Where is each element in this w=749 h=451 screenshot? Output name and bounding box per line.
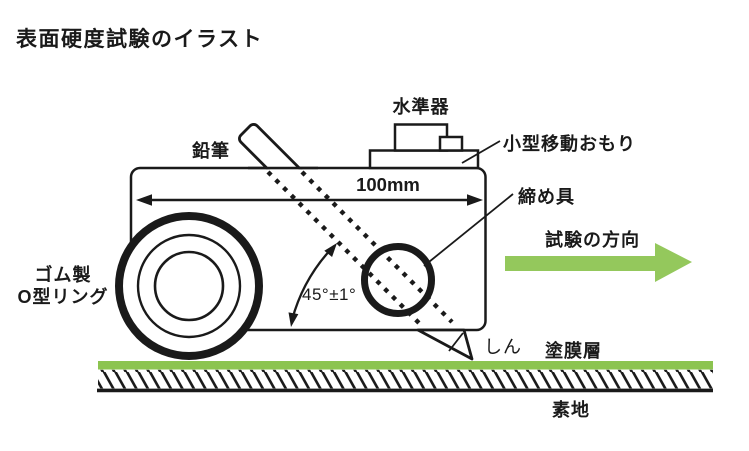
label-lead: しん xyxy=(484,337,522,357)
pencil-rod-group xyxy=(238,123,309,170)
dimension-label: 100mm xyxy=(356,174,420,195)
label-level: 水準器 xyxy=(393,96,450,117)
substrate-hatch xyxy=(98,369,713,389)
label-rubber-o-ring-line1: ゴム製 xyxy=(35,264,92,285)
pointer-line-clamp xyxy=(423,193,514,267)
pencil-rod xyxy=(238,123,309,170)
coating-layer-band xyxy=(98,361,713,370)
level-tab xyxy=(438,135,464,152)
o-ring-inner xyxy=(153,250,225,322)
pencil-tip xyxy=(416,328,474,361)
o-ring-middle xyxy=(136,233,242,339)
pointer-line-weight xyxy=(461,140,501,164)
dimension-arrowhead-left xyxy=(136,194,152,206)
clamp-ring xyxy=(361,243,435,317)
label-test-direction: 試験の方向 xyxy=(545,229,640,250)
dimension-arrowhead-right xyxy=(467,194,483,206)
angle-arrowhead-bottom xyxy=(288,312,299,327)
weight-pedestal xyxy=(368,149,480,170)
label-rubber-o-ring-line2: O型リング xyxy=(17,286,108,307)
label-small-moving-weight: 小型移動おもり xyxy=(503,133,636,154)
label-pencil: 鉛筆 xyxy=(192,140,230,161)
lead-divider-line xyxy=(448,332,464,352)
angle-arrowhead-top xyxy=(324,243,337,258)
direction-arrow xyxy=(505,243,692,282)
label-substrate: 素地 xyxy=(552,399,590,420)
label-coating-layer: 塗膜層 xyxy=(545,340,602,361)
label-angle: 45°±1° xyxy=(302,285,356,304)
page-title: 表面硬度試験のイラスト xyxy=(16,27,263,51)
o-ring-outer xyxy=(115,212,263,360)
pencil-hidden-edge-left xyxy=(266,170,423,327)
label-clamp: 締め具 xyxy=(518,186,575,207)
